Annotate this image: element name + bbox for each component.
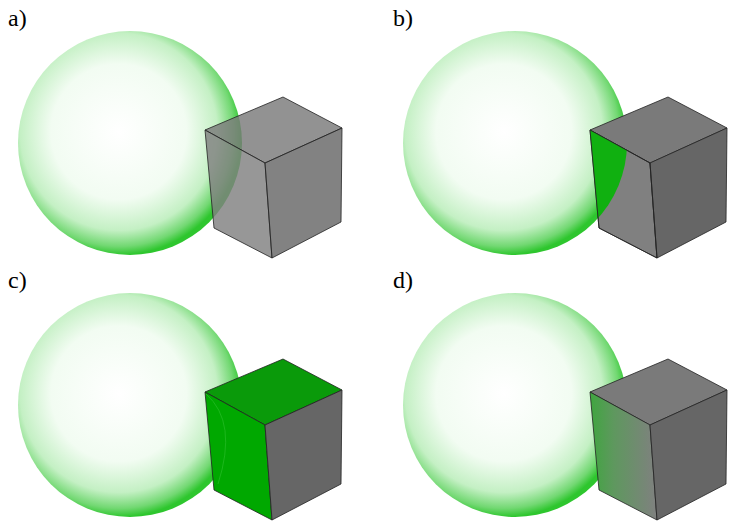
panel	[403, 293, 727, 520]
cube-left-face	[205, 130, 272, 258]
cube-right-face	[650, 128, 727, 258]
sphere	[403, 31, 627, 255]
panel	[18, 31, 342, 258]
cube	[403, 31, 727, 258]
panel	[18, 293, 342, 520]
intersection-region	[403, 31, 627, 255]
panel-label: b)	[393, 6, 413, 30]
cube	[590, 359, 727, 520]
cube-left-face	[205, 392, 272, 520]
cube-right-face	[650, 390, 727, 520]
cube-edge	[590, 130, 657, 258]
panel-label: a)	[8, 6, 27, 30]
cube-left-face	[590, 392, 657, 520]
panel	[403, 31, 727, 258]
panel-label: c)	[8, 268, 27, 292]
cube-right-face	[265, 390, 342, 520]
panel-label: d)	[393, 268, 413, 292]
cube	[205, 97, 342, 258]
sphere-edge-trace	[206, 394, 226, 484]
cube-right-face	[265, 128, 342, 258]
cube	[205, 359, 342, 520]
